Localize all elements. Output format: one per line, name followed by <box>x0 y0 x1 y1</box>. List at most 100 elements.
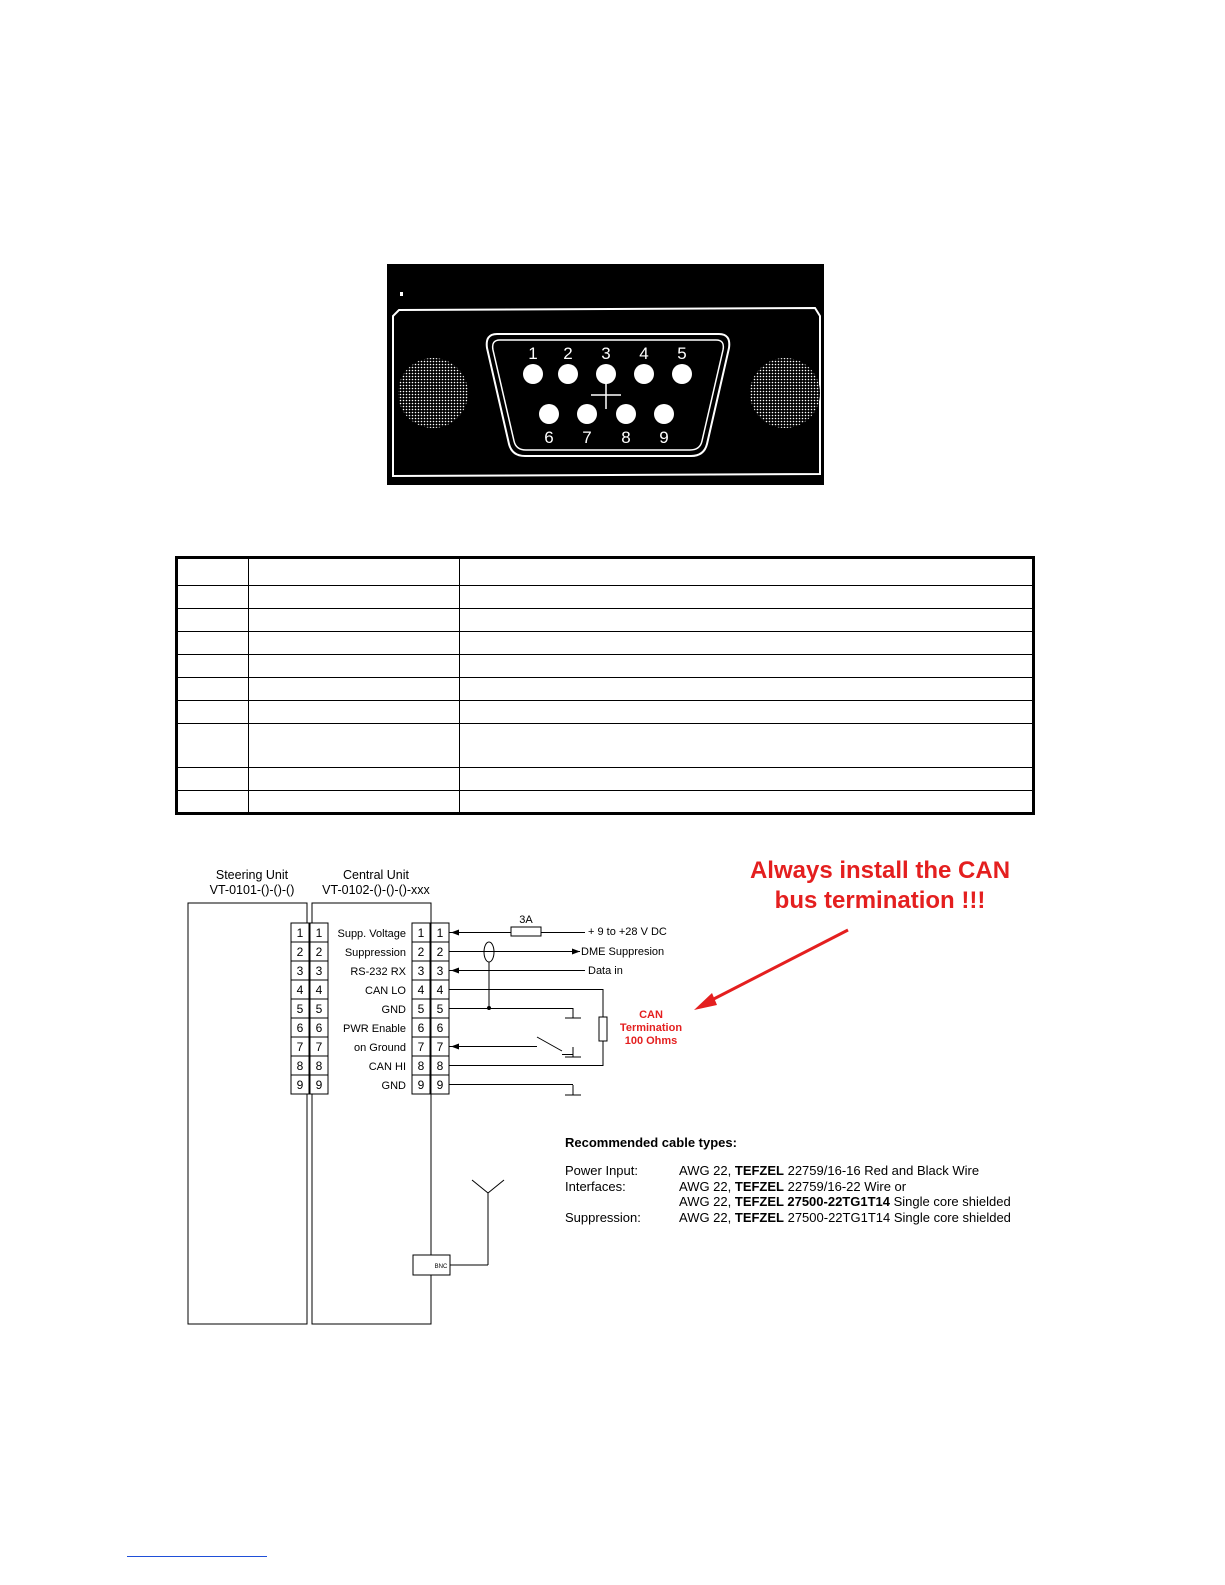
termination-label-2: Termination <box>620 1022 682 1034</box>
central-unit-box <box>311 902 432 1325</box>
terminal-cell <box>290 1074 310 1095</box>
right-screw-hole <box>750 358 820 428</box>
terminal-number: 4 <box>418 983 425 997</box>
table-row <box>176 585 1034 609</box>
recommended-cables: Recommended cable types: Power Input: AWG… <box>565 1135 1035 1225</box>
cable-value-pre: AWG 22, <box>679 1163 735 1178</box>
cable-value-pre: AWG 22, <box>679 1194 735 1209</box>
terminal-number: 9 <box>437 1078 444 1092</box>
cable-value-bold: TEFZEL <box>734 1163 784 1178</box>
table-row <box>176 557 1034 586</box>
signal-label: RS-232 RX <box>350 966 406 978</box>
table-cell <box>248 654 460 678</box>
table-cell <box>176 608 249 632</box>
table-cell <box>459 608 1034 632</box>
can-termination-warning: Always install the CAN bus termination !… <box>700 856 1060 916</box>
table-cell <box>459 723 1034 768</box>
cable-value-post: 27500-22TG1T14 Single core shielded <box>783 1209 1011 1225</box>
table-cell <box>459 677 1034 701</box>
terminal-number: 7 <box>437 1040 444 1054</box>
table-row <box>176 654 1034 678</box>
cable-key: Interfaces: <box>565 1178 626 1194</box>
table-cell <box>459 631 1034 655</box>
table-cell <box>176 654 249 678</box>
pin-5-label: 5 <box>677 344 686 363</box>
signal-label: CAN HI <box>369 1061 406 1073</box>
terminal-cell <box>309 1074 329 1095</box>
terminal-number: 7 <box>418 1040 425 1054</box>
terminal-number: 2 <box>418 945 425 959</box>
footer-link-underline[interactable] <box>127 1556 267 1557</box>
table-cell <box>176 790 249 814</box>
table-cell <box>248 700 460 724</box>
pin-4-label: 4 <box>639 344 648 363</box>
terminal-number: 3 <box>297 964 304 978</box>
bnc-connector <box>412 1254 451 1276</box>
central-unit-model: VT-0102-()-()-()-xxx <box>322 883 430 897</box>
data-in-label: Data in <box>588 965 623 977</box>
cable-key: Power Input: <box>565 1163 638 1178</box>
terminal-number: 6 <box>297 1021 304 1035</box>
cable-row: Interfaces: AWG 22, TEFZEL 22759/16-22 Wi… <box>565 1179 1035 1195</box>
pin-assignment-table <box>175 556 1035 815</box>
cable-value-pre: AWG 22, <box>679 1178 735 1194</box>
fuse-symbol <box>510 926 542 937</box>
cable-value-post: 22759/16-22 Wire or <box>783 1178 907 1194</box>
table-row <box>176 700 1034 724</box>
signal-label: GND <box>382 1080 407 1092</box>
table-cell <box>459 700 1034 724</box>
cable-row: Power Input: AWG 22, TEFZEL 22759/16-16 R… <box>565 1163 1035 1179</box>
table-row <box>176 790 1034 814</box>
table-cell <box>176 677 249 701</box>
terminal-number: 2 <box>437 945 444 959</box>
central-unit-title: Central Unit <box>343 868 410 882</box>
pin-2-label: 2 <box>563 344 572 363</box>
signal-label: GND <box>382 1004 407 1016</box>
terminal-number: 3 <box>437 964 444 978</box>
wire-arrow <box>451 967 459 974</box>
table-cell <box>459 790 1034 814</box>
warning-line-1: Always install the CAN <box>749 857 1011 884</box>
warning-arrow <box>701 928 849 1007</box>
cable-value-pre: AWG 22, <box>679 1209 735 1225</box>
table-cell <box>248 723 460 768</box>
table-cell <box>176 767 249 791</box>
pin-3-label: 3 <box>601 344 610 363</box>
dsub-inner-outline <box>491 339 725 451</box>
terminal-number: 5 <box>297 1002 304 1016</box>
signal-label: PWR Enable <box>343 1023 406 1035</box>
cables-title: Recommended cable types: <box>565 1135 737 1150</box>
terminal-number: 9 <box>297 1078 304 1092</box>
cable-value: AWG 22, TEFZEL 27500-22TG1T14 Single cor… <box>679 1210 1011 1226</box>
table-cell <box>248 608 460 632</box>
pin-2-contact <box>558 364 578 384</box>
table-cell <box>248 790 460 814</box>
cable-value-post: 22759/16-16 Red and Black Wire <box>783 1163 980 1178</box>
cable-value: AWG 22, TEFZEL 22759/16-22 Wire or <box>679 1179 906 1195</box>
terminal-number: 9 <box>418 1078 425 1092</box>
terminal-number: 1 <box>316 926 323 940</box>
fuse-label: 3A <box>519 914 533 926</box>
cable-row: AWG 22, TEFZEL 27500-22TG1T14 Single cor… <box>565 1194 1035 1210</box>
pin-5-contact <box>672 364 692 384</box>
wire-arrow <box>451 1043 459 1050</box>
terminal-number: 1 <box>418 926 425 940</box>
terminal-number: 1 <box>297 926 304 940</box>
table-cell <box>459 585 1034 609</box>
terminal-number: 2 <box>297 945 304 959</box>
cable-value: AWG 22, TEFZEL 27500-22TG1T14 Single cor… <box>679 1194 1011 1210</box>
table-cell <box>459 767 1034 791</box>
signal-label: CAN LO <box>365 985 406 997</box>
steering-unit-title: Steering Unit <box>216 868 289 882</box>
wiring-diagram: Steering Unit VT-0101-()-()-() Central U… <box>187 868 849 1325</box>
steering-unit-model: VT-0101-()-()-() <box>210 883 295 897</box>
pin-1-contact <box>523 364 543 384</box>
terminal-number: 1 <box>437 926 444 940</box>
pin-7-label: 7 <box>582 428 591 447</box>
table-row <box>176 767 1034 791</box>
table-cell <box>248 631 460 655</box>
signal-label: on Ground <box>354 1042 406 1054</box>
warning-line-2: bus termination !!! <box>774 887 986 914</box>
terminal-number: 8 <box>418 1059 425 1073</box>
